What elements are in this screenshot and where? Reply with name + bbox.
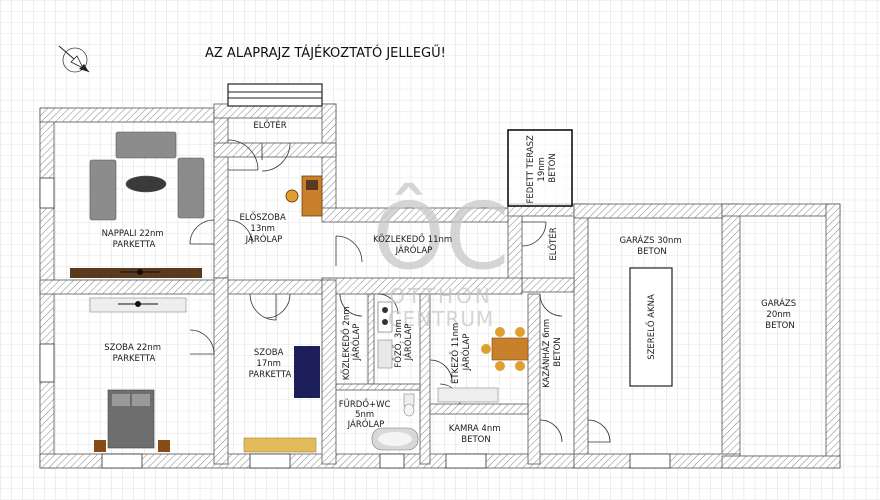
chair-icon [285,189,299,203]
room-label-kamra: KAMRA 4nm BETON [449,424,503,445]
room-label-garazs-30: GARÁZS 30nm BETON [620,234,685,257]
bed-icon [94,389,170,452]
room-label-garazs-20: GARÁZS 20nm BETON [761,297,799,331]
bathtub-icon [371,427,419,451]
page-title: AZ ALAPRAJZ TÁJÉKOZTATÓ JELLEGŰ! [205,45,446,61]
room-label-furdo: FÜRDŐ+WC 5nm JÁRÓLAP [339,399,393,430]
room-label-fozo: FŐZŐ. 3nm JÁRÓLAP [393,316,414,367]
room-label-szoba-22: SZOBA 22nm PARKETTA [104,343,163,364]
mechanic-pit [629,267,673,387]
shelf [243,437,317,453]
room-label-eloter-top: ELŐTÉR [253,119,286,131]
svg-text:OTTHON: OTTHON [389,284,493,308]
room-label-szerelo-akna: SZERELŐ AKNA [646,294,657,360]
dining-table-icon [481,327,529,371]
sofa-set-icon [89,131,205,221]
window-top [227,83,323,107]
room-label-szoba-17: SZOBA 17nm PARKETTA [249,348,292,380]
room-label-kozlekedo-main: KÖZLEKEDŐ 11nm JÁRÓLAP [373,234,455,256]
svg-text:CENTRUM: CENTRUM [388,307,495,331]
room-label-eloter-right: ELŐTÉR [547,227,559,260]
monitor-icon [306,180,318,190]
room-label-etkezo: ÉTKEZŐ 11nm JÁRÓLAP [449,320,472,384]
stove-icon [377,301,393,333]
watermark-logo: ÔC OTTHON CENTRUM [373,181,510,331]
tv-cabinet [70,268,202,278]
ceiling-fan-icon [120,269,160,275]
navy-bed [294,346,320,398]
room-label-eloszoba: ELŐSZOBA 13nm JÁRÓLAP [239,212,288,245]
room-label-nappali: NAPPALI 22nm PARKETTA [102,229,167,250]
pantry-shelf [437,387,499,403]
room-label-kozlekedo-2: KÖZLEKEDŐ 2nm JÁRÓLAP [341,304,362,380]
svg-text:ÔC: ÔC [373,181,510,290]
covered-terrace-outline [507,129,573,207]
kitchen-counter [377,339,393,369]
room-label-fedett-terasz: FEDETT TERASZ 19nm BETON [526,133,558,204]
ceiling-fan-icon-bedroom [118,301,158,307]
room-label-kazanhaz: KAZÁNHÁZ 6nm BETON [540,316,563,388]
windows [39,177,671,469]
north-arrow-icon [58,45,90,73]
toilet-icon [403,393,415,417]
